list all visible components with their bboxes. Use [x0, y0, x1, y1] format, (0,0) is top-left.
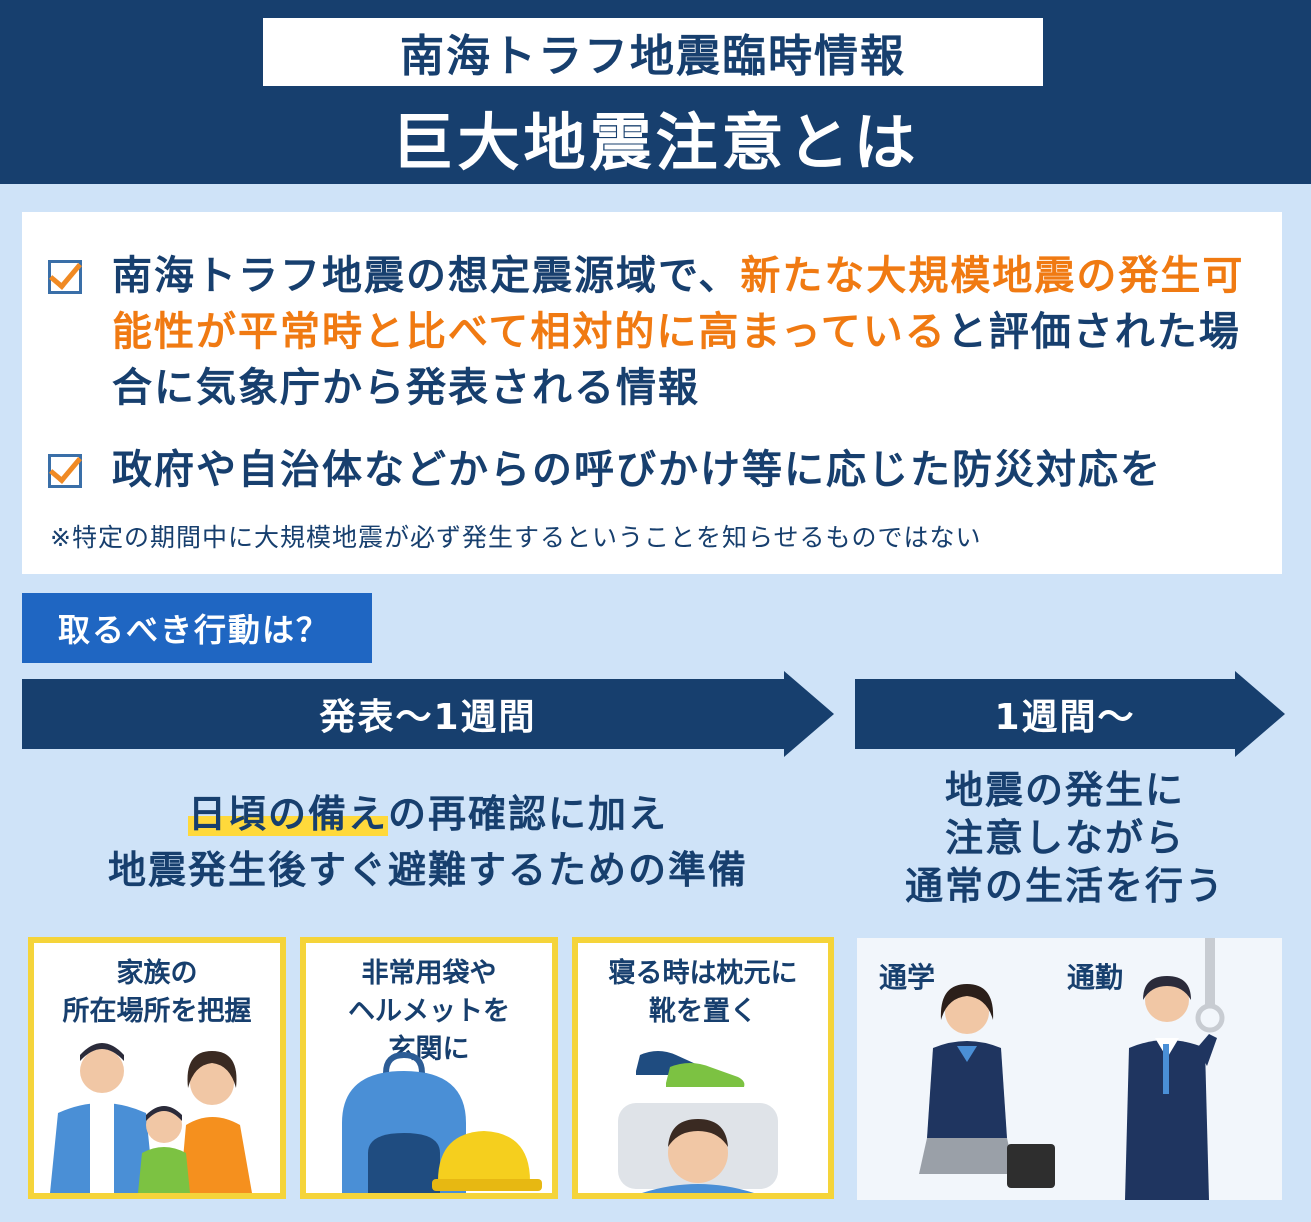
phase2-arrow: 1週間〜 — [855, 671, 1285, 757]
bullet-definition-part1: 南海トラフ地震の想定震源域で、 — [112, 253, 741, 299]
commute-panel: 通学 通勤 — [857, 938, 1282, 1200]
phase1-desc-line1: 日頃の備えの再確認に加え — [22, 786, 834, 842]
family-illustration — [50, 1043, 252, 1193]
disclaimer-note: ※特定の期間中に大規模地震が必ず発生するということを知らせるものではない — [50, 523, 982, 552]
sleeping-shoes-illustration — [618, 1051, 778, 1193]
card-emergency-bag: 非常用袋や ヘルメットを 玄関に — [300, 937, 558, 1199]
page-title: 巨大地震注意とは — [391, 106, 920, 179]
phase1-description: 日頃の備えの再確認に加え 地震発生後すぐ避難するための準備 — [22, 786, 834, 898]
actions-label: 取るべき行動は？ — [22, 593, 372, 663]
bag-icon — [1007, 1144, 1055, 1188]
card-shoes-by-bed: 寝る時は枕元に 靴を置く — [572, 937, 834, 1199]
phase1-arrow-bar — [22, 679, 786, 749]
checkbox-icon — [48, 454, 82, 488]
bullet-definition-highlight: 新たな大規模地震の発生可能性が平常時と比べて相対的に高まっている — [112, 253, 1245, 355]
bullet-definition-part2: と評価された場合に気象庁から発表される情報 — [112, 309, 1241, 411]
bullet-response: 政府や自治体などからの呼びかけ等に応じた防災対応を — [48, 442, 1268, 498]
commute-illustration — [919, 938, 1225, 1200]
phase2-label: 1週間〜 — [994, 697, 1136, 738]
helmet-icon — [438, 1131, 530, 1181]
card-family-line1: 家族の — [116, 958, 198, 989]
subtitle: 南海トラフ地震臨時情報 — [400, 31, 906, 82]
phase2-arrow-head — [1235, 671, 1285, 757]
student-figure — [927, 1041, 1007, 1138]
worker-figure — [1125, 1040, 1209, 1200]
card-family-location: 家族の 所在場所を把握 — [28, 937, 286, 1199]
card-bag-line2: ヘルメットを — [348, 996, 510, 1027]
phase2-arrow-bar — [855, 679, 1237, 749]
phase2-desc-line3: 通常の生活を行う — [904, 864, 1225, 908]
phase1-desc-line2: 地震発生後すぐ避難するための準備 — [107, 848, 748, 892]
card-family-line2: 所在場所を把握 — [62, 996, 252, 1027]
info-panel: 南海トラフ地震の想定震源域で、新たな大規模地震の発生可能性が平常時と比べて相対的… — [22, 212, 1282, 574]
phase2-desc-line1: 地震の発生に — [944, 768, 1185, 812]
bullet-definition: 南海トラフ地震の想定震源域で、新たな大規模地震の発生可能性が平常時と比べて相対的… — [48, 248, 1248, 416]
phase2-description: 地震の発生に 注意しながら 通常の生活を行う — [855, 766, 1275, 910]
bullet-response-text: 政府や自治体などからの呼びかけ等に応じた防災対応を — [112, 447, 1162, 493]
bullet-definition-text: 南海トラフ地震の想定震源域で、新たな大規模地震の発生可能性が平常時と比べて相対的… — [112, 248, 1248, 416]
strap-handle-icon — [1195, 1003, 1225, 1033]
subtitle-box: 南海トラフ地震臨時情報 — [263, 18, 1043, 86]
card-shoes-title: 寝る時は枕元に 靴を置く — [578, 955, 828, 1031]
card-shoes-line1: 寝る時は枕元に — [608, 958, 798, 989]
phase1-arrow: 発表〜1週間 — [22, 671, 834, 757]
backpack-helmet-illustration — [342, 1051, 542, 1193]
phase1-desc-part1: の再確認に加え — [388, 792, 669, 836]
phase1-arrow-head — [784, 671, 834, 757]
commute-work-label: 通勤 — [1067, 961, 1124, 994]
phase1-label: 発表〜1週間 — [319, 697, 537, 738]
shoe-icon — [666, 1063, 745, 1087]
phase2-desc-line2: 注意しながら — [944, 816, 1185, 860]
card-bag-line1: 非常用袋や — [361, 958, 497, 989]
phase1-desc-highlight: 日頃の備え — [187, 792, 388, 836]
card-family-title: 家族の 所在場所を把握 — [34, 955, 280, 1031]
commute-school-label: 通学 — [879, 961, 936, 994]
checkbox-icon — [48, 260, 82, 294]
card-bag-title: 非常用袋や ヘルメットを 玄関に — [306, 955, 552, 1069]
card-shoes-line2: 靴を置く — [649, 996, 757, 1027]
card-bag-line3: 玄関に — [388, 1034, 470, 1065]
header-banner: 南海トラフ地震臨時情報 巨大地震注意とは — [0, 0, 1311, 184]
